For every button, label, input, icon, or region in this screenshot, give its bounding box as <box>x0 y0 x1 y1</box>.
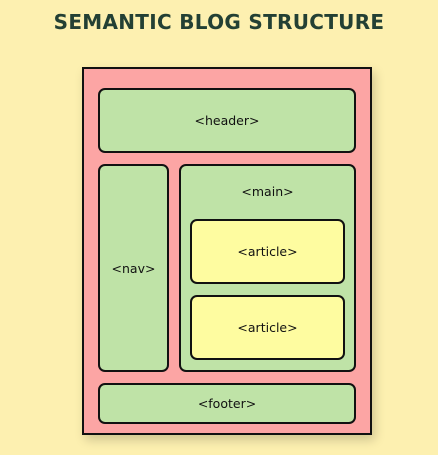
article-block-2: <article> <box>190 295 345 360</box>
footer-label: <footer> <box>197 396 257 411</box>
nav-block: <nav> <box>98 164 169 372</box>
header-block: <header> <box>98 88 356 153</box>
article-label: <article> <box>237 320 298 335</box>
nav-label: <nav> <box>111 260 156 276</box>
article-block-1: <article> <box>190 219 345 284</box>
article-label: <article> <box>237 244 298 259</box>
main-label: <main> <box>241 184 294 199</box>
diagram-title: SEMANTIC BLOG STRUCTURE <box>53 10 385 34</box>
header-label: <header> <box>194 113 260 128</box>
footer-block: <footer> <box>98 383 356 424</box>
